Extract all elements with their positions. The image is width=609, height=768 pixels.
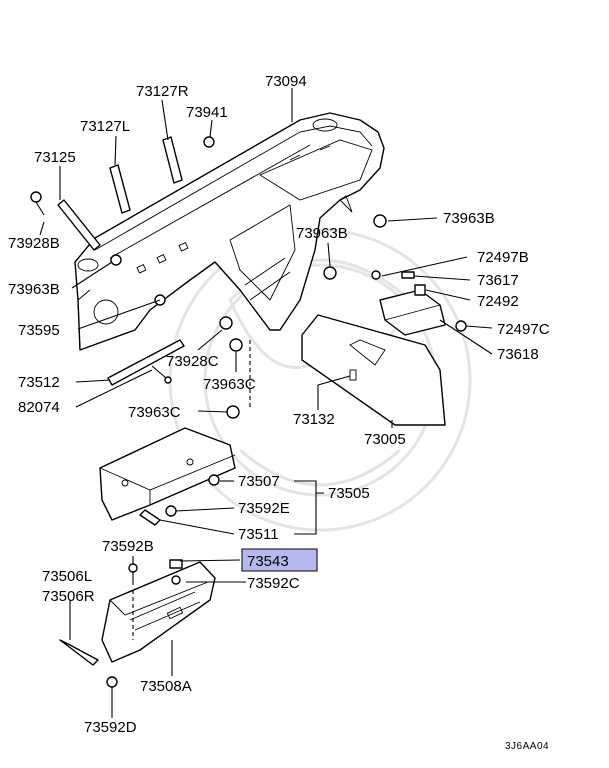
label-73963C-lower[interactable]: 73963C [128, 404, 181, 421]
label-73963B-center[interactable]: 73963B [296, 225, 348, 242]
label-73127R[interactable]: 73127R [136, 83, 189, 100]
label-72492[interactable]: 72492 [477, 293, 519, 310]
part-labels: 73094 73127R 73941 73127L 73125 73928B 7… [8, 73, 550, 752]
label-73963C-upper[interactable]: 73963C [203, 376, 256, 393]
label-73127L[interactable]: 73127L [80, 118, 130, 135]
label-73618[interactable]: 73618 [497, 346, 539, 363]
label-73005[interactable]: 73005 [364, 431, 406, 448]
dashboard-panel-73094-drawing [74, 112, 385, 351]
label-73507[interactable]: 73507 [238, 473, 280, 490]
label-73941[interactable]: 73941 [186, 104, 228, 121]
label-73512[interactable]: 73512 [18, 374, 60, 391]
garnish-strips-drawing [57, 136, 183, 251]
label-73617[interactable]: 73617 [477, 272, 519, 289]
label-82074[interactable]: 82074 [18, 399, 60, 416]
diagram-code: 3J6AA04 [505, 741, 549, 752]
label-73963B-left[interactable]: 73963B [8, 281, 60, 298]
highlight-box-73543 [241, 548, 318, 572]
label-73132[interactable]: 73132 [293, 411, 335, 428]
vent-assembly-drawing [379, 289, 446, 336]
label-73928B[interactable]: 73928B [8, 235, 60, 252]
label-73592C[interactable]: 73592C [247, 575, 300, 592]
label-73928C[interactable]: 73928C [166, 353, 219, 370]
side-panel-drawing [301, 314, 446, 426]
label-73506R[interactable]: 73506R [42, 588, 95, 605]
label-73508A[interactable]: 73508A [140, 678, 192, 695]
label-73094[interactable]: 73094 [265, 73, 307, 90]
label-72497B[interactable]: 72497B [477, 249, 529, 266]
label-73505[interactable]: 73505 [328, 485, 370, 502]
leader-lines [39, 88, 493, 718]
label-73543[interactable]: 73543 [247, 553, 289, 570]
bracket-73512-drawing [107, 339, 185, 386]
glove-box-lid-73508A-drawing [101, 561, 216, 663]
label-73595[interactable]: 73595 [18, 322, 60, 339]
label-73963B-right[interactable]: 73963B [443, 210, 495, 227]
label-73125[interactable]: 73125 [34, 149, 76, 166]
label-73592D[interactable]: 73592D [84, 719, 137, 736]
label-72497C[interactable]: 72497C [497, 321, 550, 338]
label-73592E[interactable]: 73592E [238, 500, 290, 517]
label-73592B[interactable]: 73592B [102, 538, 154, 555]
glove-box-housing-73505-drawing [99, 427, 236, 521]
label-73506L[interactable]: 73506L [42, 568, 92, 585]
label-73511[interactable]: 73511 [238, 526, 279, 543]
